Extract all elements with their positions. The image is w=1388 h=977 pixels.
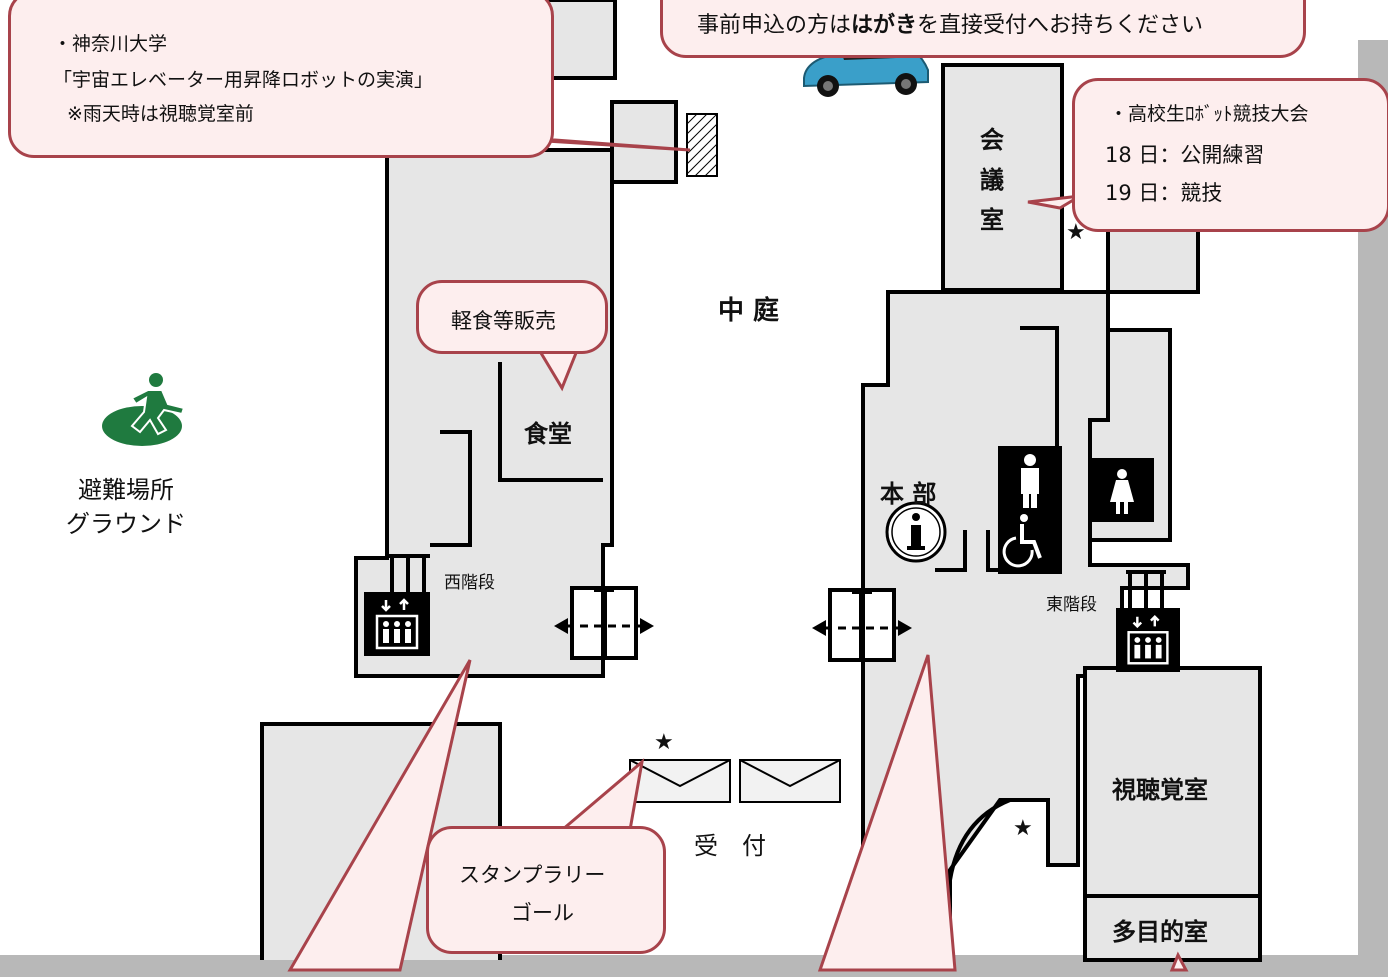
- notice-text-post: を直接受付へお持ちください: [917, 13, 1204, 38]
- evacuation-area-icon: [100, 368, 190, 448]
- meeting-room-label-1: 会: [980, 126, 1004, 154]
- kanagawa-univ-callout: ・神奈川大学 「宇宙エレベーター用昇降ロボットの実演」 ※雨天時は視聴覚室前: [8, 0, 554, 158]
- kanagawa-line-2: 「宇宙エレベーター用昇降ロボットの実演」: [53, 69, 434, 91]
- east-stairs-steps: [1126, 570, 1166, 612]
- meeting-room-label-3: 室: [980, 206, 1004, 234]
- female-restroom-icon: [1090, 458, 1154, 522]
- courtyard-label: 中 庭: [718, 296, 780, 326]
- av-room-label: 視聴覚室: [1112, 776, 1208, 804]
- reception-label: 受 付: [694, 832, 766, 860]
- stamp-rally-line-1: スタンプラリー: [459, 863, 606, 887]
- information-icon: [884, 500, 948, 564]
- west-wing: [354, 0, 678, 678]
- west-automatic-door-icon: [554, 584, 654, 662]
- highschool-line-2: 18 日：公開練習: [1105, 143, 1265, 167]
- multipurpose-room-block: [1083, 894, 1262, 962]
- meeting-room-label-2: 議: [980, 166, 1004, 194]
- star-icon: ★: [1013, 816, 1033, 841]
- callout-tails: [287, 138, 1189, 972]
- multipurpose-room-label: 多目的室: [1112, 918, 1208, 946]
- snack-sales-callout: 軽食等販売: [416, 280, 608, 354]
- evacuation-label-1: 避難場所: [78, 476, 174, 504]
- evacuation-label-2: グラウンド: [66, 510, 186, 538]
- stamp-rally-line-2: ゴール: [511, 901, 574, 925]
- robot-demo-area: [686, 113, 718, 177]
- highschool-robot-callout: ・高校生ﾛﾎﾞｯﾄ競技大会 18 日：公開練習 19 日：競技: [1072, 78, 1388, 232]
- west-wing-north-block: [546, 0, 617, 80]
- male-restroom-icon: [998, 446, 1062, 574]
- kanagawa-line-3: ※雨天時は視聴覚室前: [67, 103, 254, 125]
- east-automatic-door-icon: [812, 586, 912, 664]
- star-icon: ★: [654, 730, 674, 755]
- highschool-line-1: ・高校生ﾛﾎﾞｯﾄ競技大会: [1109, 103, 1309, 125]
- west-stairs-label: 西階段: [444, 573, 495, 593]
- cafeteria-label: 食堂: [524, 420, 572, 448]
- stamp-rally-goal-callout: スタンプラリー ゴール: [426, 826, 666, 954]
- reception-desks: [629, 759, 841, 803]
- east-stairs-label: 東階段: [1046, 595, 1097, 615]
- west-elevator-icon: [364, 592, 430, 656]
- notice-text-bold: はがき: [851, 13, 918, 38]
- east-elevator-icon: [1116, 608, 1180, 672]
- west-stairs-steps: [388, 554, 430, 596]
- notice-text-pre: 事前申込の方は: [697, 13, 852, 38]
- snack-sales-text: 軽食等販売: [451, 309, 556, 333]
- reservation-notice-callout: 事前申込の方ははがきを直接受付へお持ちください: [660, 0, 1306, 58]
- kanagawa-line-1: ・神奈川大学: [53, 33, 168, 55]
- headquarters-label: 本 部: [880, 480, 937, 508]
- highschool-line-3: 19 日：競技: [1105, 181, 1223, 205]
